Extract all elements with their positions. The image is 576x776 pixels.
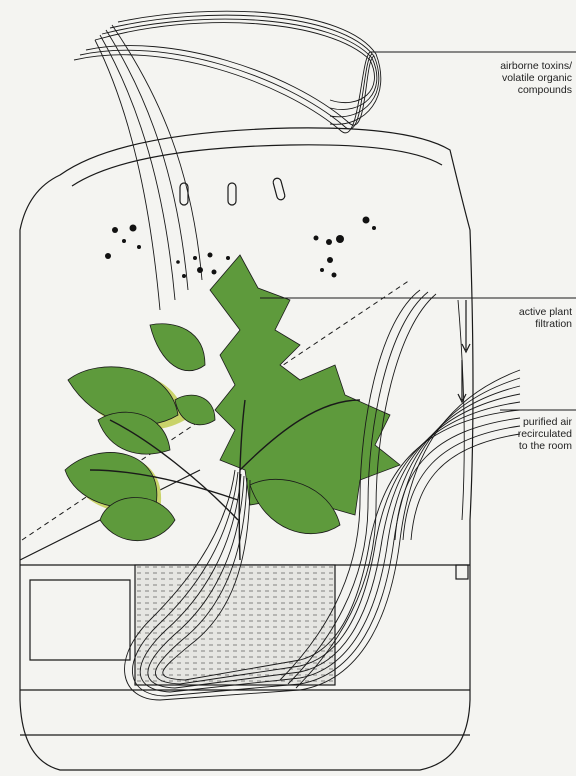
callout-leaders [260,52,576,410]
plant-illustration [65,255,400,560]
purified-air-label: purified air recirculated to the room [452,416,572,452]
filtration-label: active plant filtration [452,306,572,330]
toxin-flow-lines [74,11,381,310]
toxins-label: airborne toxins/ volatile organic compou… [452,60,572,96]
